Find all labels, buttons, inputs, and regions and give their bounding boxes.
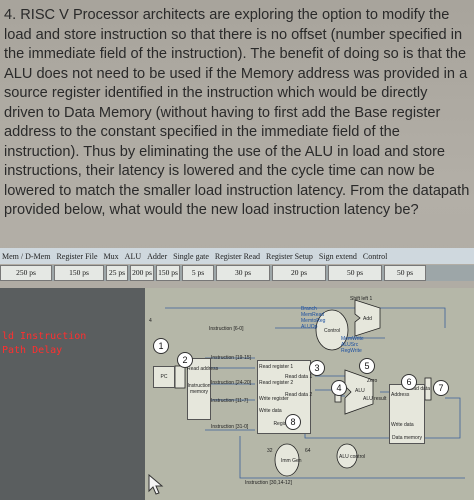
- read-data-label: Read data: [407, 386, 431, 392]
- instr-30-label: Instruction [30,14-12]: [245, 480, 292, 486]
- path-delay-line2: Path Delay: [2, 345, 63, 356]
- const-4-label: 4: [149, 318, 152, 324]
- header-adder: Adder: [147, 251, 168, 261]
- header-mem: Mem / D-Mem: [2, 251, 51, 261]
- data-memory-box: Data memory: [389, 384, 425, 444]
- read-data2-label: Read data 2: [285, 392, 313, 398]
- path-delay-panel: ld Instruction Path Delay: [0, 288, 150, 500]
- alu-control-label: ALU control: [339, 454, 366, 460]
- registers-box: Registers: [257, 360, 311, 434]
- write-data-label: Write data: [259, 408, 282, 414]
- marker-1: 1: [153, 338, 169, 354]
- marker-6: 6: [401, 374, 417, 390]
- instr-6-0-label: Instruction [6-0]: [209, 326, 244, 332]
- value-control: 50 ps: [384, 265, 426, 281]
- value-mux: 25 ps: [106, 265, 128, 281]
- aluop-signal: ALUOp: [301, 324, 318, 330]
- latency-table: Mem / D-Mem Register File Mux ALU Adder …: [0, 248, 474, 282]
- control-label: Control: [324, 328, 341, 334]
- question-number: 4.: [4, 7, 17, 23]
- datapath-diagram: PC Instruction memory Read address Regis…: [145, 288, 474, 500]
- header-mux: Mux: [103, 251, 119, 261]
- read-register1-label: Read register 1: [259, 364, 294, 370]
- value-register-file: 150 ps: [54, 265, 104, 281]
- alu-label: ALU: [355, 388, 365, 394]
- header-single-gate: Single gate: [173, 251, 209, 261]
- value-register-read: 30 ps: [216, 265, 270, 281]
- alu-result-label: ALU result: [363, 396, 387, 402]
- memtoreg-signal: MemtoReg: [301, 318, 326, 324]
- header-alu: ALU: [124, 251, 142, 261]
- question-body: RISC V Processor architects are explorin…: [4, 7, 470, 218]
- value-adder: 150 ps: [156, 265, 180, 281]
- instr-19-15-label: Instruction [19-15]: [211, 355, 252, 361]
- value-alu: 200 ps: [130, 265, 154, 281]
- marker-4: 4: [331, 380, 347, 396]
- marker-3: 3: [309, 360, 325, 376]
- mem-write-data-label: Write data: [391, 422, 414, 428]
- value-sign-extend: 50 ps: [328, 265, 382, 281]
- bits-64-label: 64: [305, 448, 311, 454]
- instr-11-7-label: Instruction [11-7]: [211, 398, 248, 404]
- instr-24-20-label: Instruction [24-20]: [211, 380, 252, 386]
- regwrite-signal: RegWrite: [341, 348, 362, 354]
- value-register-setup: 20 ps: [272, 265, 326, 281]
- path-delay-line1: ld Instruction: [2, 331, 87, 342]
- header-register-file: Register File: [56, 251, 98, 261]
- pc-box: PC: [153, 366, 175, 388]
- mouse-pointer-icon: [148, 474, 164, 495]
- read-address-label: Read address: [187, 366, 219, 372]
- memwrite-signal: MemWrite: [341, 336, 364, 342]
- add-label: Add: [363, 316, 372, 322]
- latency-table-header: Mem / D-Mem Register File Mux ALU Adder …: [0, 248, 474, 264]
- value-mem: 250 ps: [0, 265, 52, 281]
- read-data1-label: Read data 1: [285, 374, 313, 380]
- bits-32-label: 32: [267, 448, 273, 454]
- latency-table-values: 250 ps 150 ps 25 ps 200 ps 150 ps 5 ps 3…: [0, 265, 474, 281]
- marker-2: 2: [177, 352, 193, 368]
- instruction-memory-label: Instruction memory: [187, 383, 211, 395]
- write-register-label: Write register: [259, 396, 289, 402]
- alusrc-signal: ALUSrc: [341, 342, 359, 348]
- header-register-setup: Register Setup: [266, 251, 313, 261]
- header-sign-extend: Sign extend: [318, 251, 357, 261]
- instr-31-0-label: Instruction [31-0]: [211, 424, 249, 430]
- header-control: Control: [362, 251, 388, 261]
- marker-7: 7: [433, 380, 449, 396]
- marker-5: 5: [359, 358, 375, 374]
- registers-label: Registers: [273, 421, 295, 427]
- address-label: Address: [391, 392, 410, 398]
- imm-gen-label: Imm Gen: [281, 458, 302, 464]
- memread-signal: MemRead: [301, 312, 325, 318]
- data-memory-label: Data memory: [391, 435, 422, 441]
- shift-left-label: Shift left 1: [350, 296, 373, 302]
- path-delay-label: ld Instruction Path Delay: [2, 330, 86, 358]
- branch-signal: Branch: [301, 306, 317, 312]
- instruction-memory-box: Instruction memory: [187, 358, 211, 420]
- zero-label: Zero: [367, 378, 378, 384]
- marker-8: 8: [285, 414, 301, 430]
- value-single-gate: 5 ps: [182, 265, 214, 281]
- question-text-block: 4. RISC V Processor architects are explo…: [4, 6, 470, 221]
- read-register2-label: Read register 2: [259, 380, 294, 386]
- header-register-read: Register Read: [214, 251, 261, 261]
